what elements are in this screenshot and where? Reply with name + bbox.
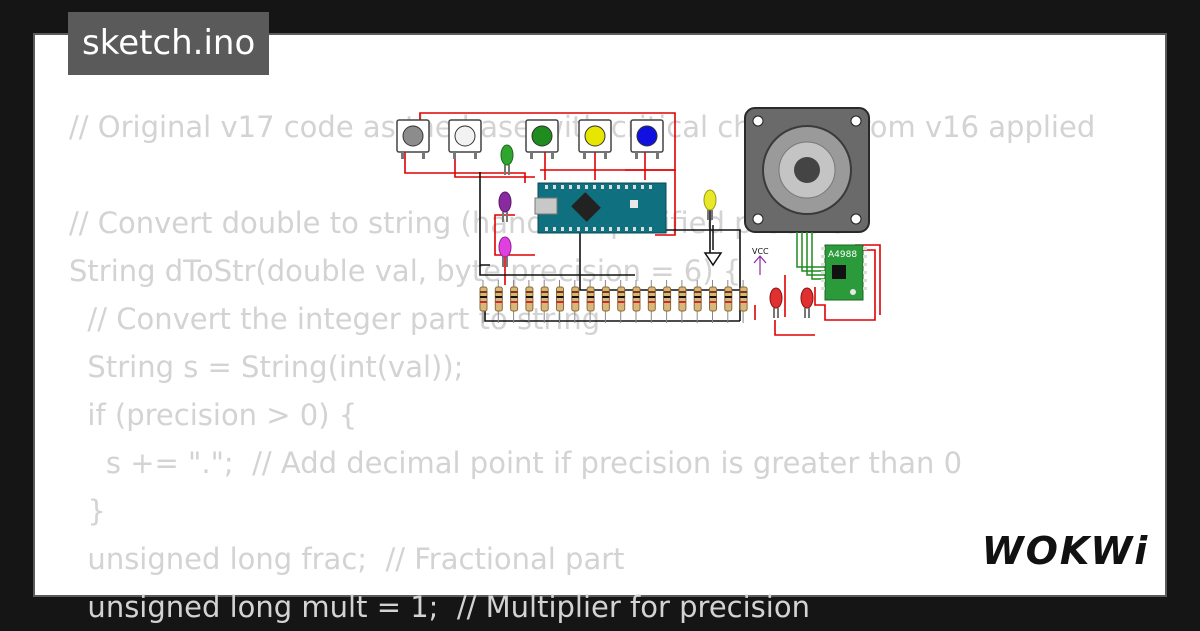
vcc-symbol: VCC [752, 247, 769, 275]
circuit-diagram: VCC A4988 [396, 107, 881, 336]
code-line: s += "."; // Add decimal point if precis… [69, 446, 963, 480]
file-name-tab: sketch.ino [68, 12, 270, 75]
resistor [647, 280, 656, 323]
resistor [739, 280, 748, 323]
resistor [556, 280, 564, 323]
resistor [724, 280, 733, 323]
resistor [586, 280, 595, 323]
wokwi-logo: WOKWi [978, 528, 1153, 578]
resistor [693, 280, 702, 323]
arduino-nano-board [534, 182, 667, 234]
leds [498, 144, 814, 318]
resistor [678, 280, 687, 323]
code-line: String dToStr(double val, byte precision… [69, 254, 742, 288]
resistor [571, 280, 580, 323]
driver-label: A4988 [828, 250, 857, 260]
resistor-bank [479, 280, 748, 323]
resistor [617, 280, 626, 323]
resistor [709, 280, 717, 323]
a4988-driver: A4988 [821, 244, 867, 301]
code-line: } [69, 494, 106, 528]
resistor [525, 280, 534, 323]
resistor [479, 280, 488, 323]
resistor [601, 280, 610, 323]
resistor [540, 280, 549, 323]
resistor [632, 280, 641, 323]
project-preview-card: // Original v17 code as the base with cr… [33, 33, 1167, 624]
code-line: unsigned long mult = 1; // Multiplier fo… [69, 590, 810, 624]
code-line: unsigned long frac; // Fractional part [69, 542, 625, 576]
resistor [510, 280, 519, 323]
wokwi-logo-text: WOKWi [981, 529, 1150, 573]
resistor [663, 280, 672, 323]
stepper-motor [744, 107, 870, 280]
vcc-label: VCC [752, 247, 769, 256]
code-preview: // Original v17 code as the base with cr… [69, 103, 1095, 631]
code-line: // Convert the integer part to string [69, 302, 601, 336]
code-line: if (precision > 0) { [69, 398, 358, 432]
ground-symbol [703, 225, 723, 267]
code-line: String s = String(int(val)); [69, 350, 464, 384]
resistor [494, 280, 503, 323]
push-buttons [396, 119, 664, 159]
